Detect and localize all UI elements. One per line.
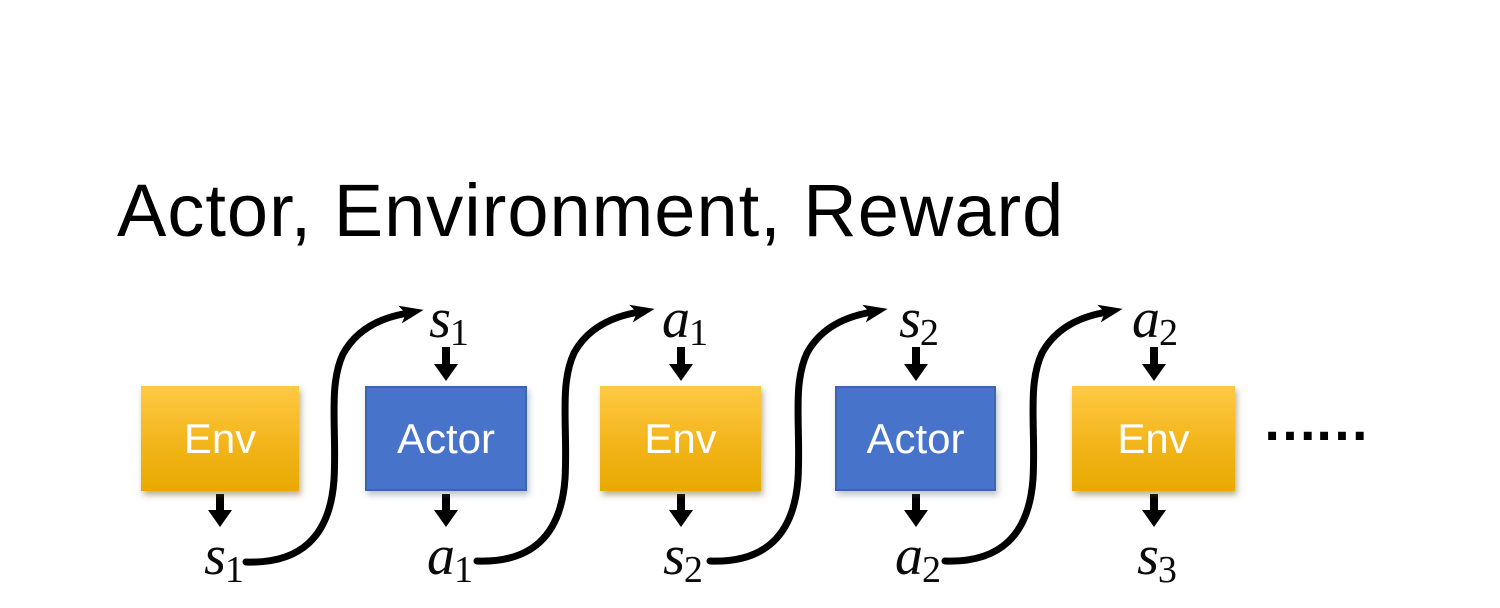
env-box-2: Env [600, 386, 761, 491]
env-box-3: Env [1072, 386, 1235, 491]
bottom-label-a2: a2 [894, 525, 942, 592]
actor-box-1: Actor [365, 386, 527, 491]
top-label-a2: a2 [1131, 288, 1179, 355]
top-label-s1: s1 [429, 288, 469, 355]
bottom-label-a1: a1 [426, 525, 474, 592]
continuation-ellipsis: …… [1262, 389, 1370, 452]
slide-title: Actor, Environment, Reward [117, 168, 1065, 252]
bottom-label-s1: s1 [204, 525, 244, 592]
env-box-1-label: Env [183, 414, 257, 462]
env-box-1: Env [141, 386, 299, 491]
env-box-2-label: Env [644, 414, 717, 462]
bottom-label-s2: s2 [663, 525, 703, 592]
top-label-s2: s2 [899, 288, 939, 355]
top-label-a1: a1 [661, 288, 709, 355]
bottom-label-s3: s3 [1137, 525, 1177, 592]
actor-box-1-label: Actor [396, 414, 496, 462]
actor-box-2: Actor [835, 386, 996, 491]
env-box-3-label: Env [1117, 414, 1190, 462]
actor-box-2-label: Actor [866, 414, 965, 462]
